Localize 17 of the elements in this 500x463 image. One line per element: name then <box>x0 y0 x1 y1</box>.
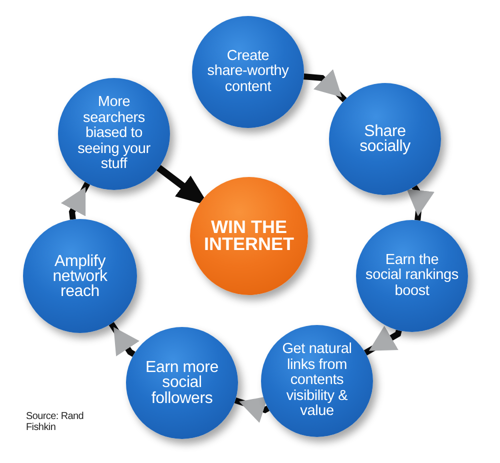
goal-text: WIN THE INTERNET <box>204 219 294 253</box>
step-text: Earn the social rankings boost <box>366 252 458 300</box>
arrow <box>108 322 140 357</box>
step-circle <box>126 327 238 439</box>
arrow <box>234 396 270 423</box>
step-text: More searchers biased to seeing your stuff <box>78 95 150 173</box>
arrow <box>304 69 347 102</box>
source-note: Source: Rand Fishkin <box>26 411 85 433</box>
arrow <box>406 185 434 221</box>
arrow <box>364 326 402 356</box>
step-text: Share socially <box>360 124 410 154</box>
arrow <box>60 182 90 220</box>
step-circle <box>261 325 373 437</box>
step-text: Create share-worthy content <box>207 48 289 96</box>
step-text: Get natural links from contents visibility & value <box>282 342 352 420</box>
step-text: Amplify network reach <box>52 254 108 298</box>
step-text: Earn more social followers <box>146 360 218 406</box>
